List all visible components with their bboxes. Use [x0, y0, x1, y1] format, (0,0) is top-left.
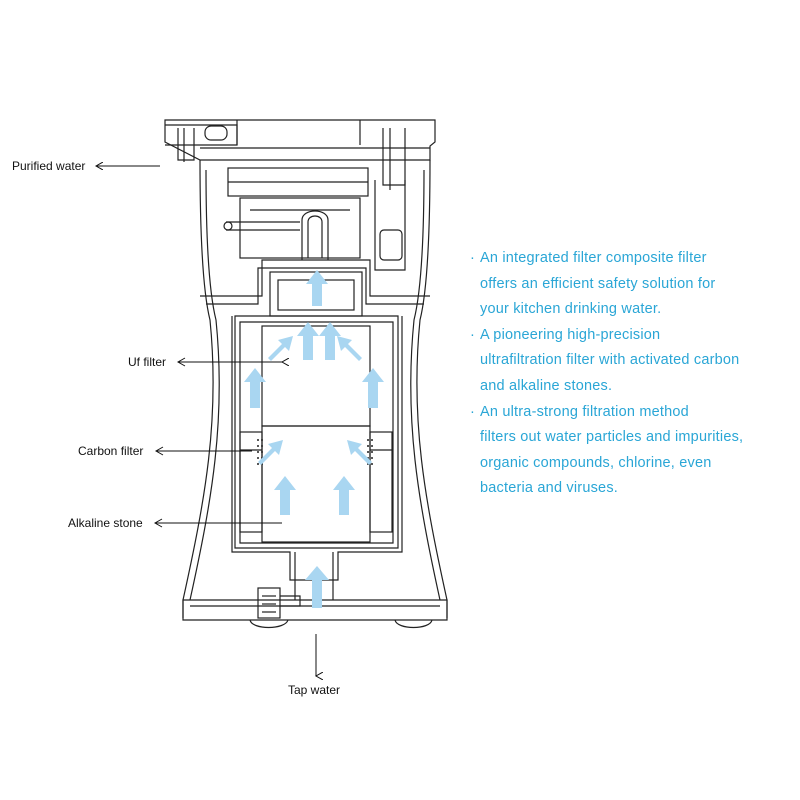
label-tap-water: Tap water — [288, 683, 340, 697]
component-labels: Purified water Uf filter Carbon filter A… — [12, 159, 340, 697]
feature-text-1: An integrated filter composite filter of… — [480, 250, 716, 318]
flow-arrow — [297, 322, 319, 360]
flow-arrow — [362, 368, 384, 408]
flow-arrow — [305, 566, 329, 608]
flow-arrow — [268, 336, 293, 361]
water-flow-arrows — [244, 270, 384, 608]
feature-item-2: · A pioneering high-precision ultrafiltr… — [470, 323, 795, 400]
flow-arrow — [319, 322, 341, 360]
flow-arrow — [258, 440, 283, 465]
purifier-body — [164, 119, 448, 629]
bullet-dot: · — [470, 403, 476, 420]
feature-list: · An integrated filter composite filter … — [470, 246, 795, 502]
flow-arrow — [244, 368, 266, 408]
feature-text-3: An ultra-strong filtration method filter… — [480, 403, 744, 497]
feature-item-1: · An integrated filter composite filter … — [470, 246, 795, 323]
label-uf-filter: Uf filter — [128, 355, 166, 369]
feature-text-2: A pioneering high-precision ultrafiltrat… — [480, 326, 740, 394]
feature-item-3: · An ultra-strong filtration method filt… — [470, 400, 795, 502]
label-purified-water: Purified water — [12, 159, 85, 173]
flow-arrow — [333, 476, 355, 515]
label-alkaline-stone: Alkaline stone — [68, 516, 143, 530]
flow-arrow — [306, 270, 328, 306]
flow-arrow — [274, 476, 296, 515]
bullet-dot: · — [470, 250, 476, 266]
bullet-dot: · — [470, 326, 476, 343]
flow-arrow — [347, 440, 372, 465]
flow-arrow — [337, 336, 362, 361]
label-carbon-filter: Carbon filter — [78, 444, 143, 458]
